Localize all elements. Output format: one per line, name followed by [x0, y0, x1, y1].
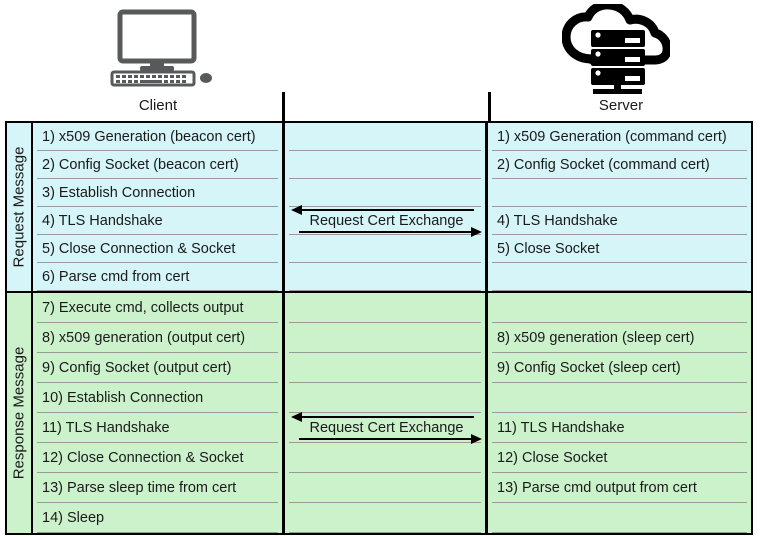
- server-step-cell: 12) Close Socket: [488, 443, 751, 473]
- exchange-channel-cell: [285, 263, 488, 291]
- table-row: 2) Config Socket (beacon cert) 2) Config …: [33, 151, 751, 179]
- exchange-channel-cell: [285, 353, 488, 383]
- exchange-channel-cell: [285, 207, 488, 235]
- server-step-cell: [488, 293, 751, 323]
- server-step-cell: 11) TLS Handshake: [488, 413, 751, 443]
- protocol-flow-table: Request Message 1) x509 Generation (beaco…: [5, 121, 753, 535]
- section-label-request: Request Message: [7, 123, 33, 291]
- server-step-cell: [488, 503, 751, 533]
- server-step-cell: 9) Config Socket (sleep cert): [488, 353, 751, 383]
- server-column-header: Server: [598, 97, 644, 114]
- client-step-cell: 9) Config Socket (output cert): [33, 353, 285, 383]
- server-step-cell: [488, 179, 751, 207]
- server-step-cell: [488, 263, 751, 291]
- desktop-computer-icon: [103, 8, 218, 88]
- client-step-cell: 2) Config Socket (beacon cert): [33, 151, 285, 179]
- table-row: 14) Sleep: [33, 503, 751, 533]
- table-row: 3) Establish Connection: [33, 179, 751, 207]
- section-response: Response Message 7) Execute cmd, collects…: [7, 293, 751, 533]
- section-label-text: Request Message: [10, 146, 28, 268]
- server-step-cell: 4) TLS Handshake: [488, 207, 751, 235]
- exchange-channel-cell: [285, 235, 488, 263]
- exchange-channel-cell: [285, 293, 488, 323]
- client-step-cell: 14) Sleep: [33, 503, 285, 533]
- table-row: 7) Execute cmd, collects output: [33, 293, 751, 323]
- exchange-channel-cell: [285, 413, 488, 443]
- server-step-cell: [488, 383, 751, 413]
- icon-band: [0, 0, 760, 95]
- client-step-cell: 13) Parse sleep time from cert: [33, 473, 285, 503]
- column-header-row: Client Server: [0, 92, 760, 122]
- client-column-header: Client: [138, 97, 178, 114]
- cloud-server-icon: [562, 4, 670, 94]
- client-step-cell: 8) x509 generation (output cert): [33, 323, 285, 353]
- column-divider-left: [282, 92, 285, 122]
- table-row: 10) Establish Connection: [33, 383, 751, 413]
- table-row: 5) Close Connection & Socket 5) Close Soc…: [33, 235, 751, 263]
- server-step-cell: 5) Close Socket: [488, 235, 751, 263]
- column-divider-right: [488, 92, 491, 122]
- table-row: 12) Close Connection & Socket 12) Close S…: [33, 443, 751, 473]
- rows-area-request: 1) x509 Generation (beacon cert) 1) x509 …: [33, 123, 751, 291]
- client-step-cell: 6) Parse cmd from cert: [33, 263, 285, 291]
- server-step-cell: 2) Config Socket (command cert): [488, 151, 751, 179]
- table-row: 1) x509 Generation (beacon cert) 1) x509 …: [33, 123, 751, 151]
- section-label-response: Response Message: [7, 293, 33, 533]
- exchange-channel-cell: [285, 323, 488, 353]
- table-row: 13) Parse sleep time from cert 13) Parse …: [33, 473, 751, 503]
- table-row: 8) x509 generation (output cert) 8) x509 …: [33, 323, 751, 353]
- client-step-cell: 4) TLS Handshake: [33, 207, 285, 235]
- client-step-cell: 5) Close Connection & Socket: [33, 235, 285, 263]
- section-label-text: Response Message: [10, 346, 28, 480]
- server-step-cell: 13) Parse cmd output from cert: [488, 473, 751, 503]
- client-step-cell: 1) x509 Generation (beacon cert): [33, 123, 285, 151]
- exchange-channel-cell: [285, 179, 488, 207]
- section-request: Request Message 1) x509 Generation (beaco…: [7, 123, 751, 293]
- client-step-cell: 11) TLS Handshake: [33, 413, 285, 443]
- client-step-cell: 7) Execute cmd, collects output: [33, 293, 285, 323]
- exchange-channel-cell: [285, 473, 488, 503]
- table-row: 6) Parse cmd from cert: [33, 263, 751, 291]
- client-step-cell: 10) Establish Connection: [33, 383, 285, 413]
- server-step-cell: 1) x509 Generation (command cert): [488, 123, 751, 151]
- exchange-channel-cell: [285, 443, 488, 473]
- exchange-channel-cell: [285, 383, 488, 413]
- server-step-cell: 8) x509 generation (sleep cert): [488, 323, 751, 353]
- table-row: 11) TLS Handshake 11) TLS Handshake: [33, 413, 751, 443]
- client-step-cell: 3) Establish Connection: [33, 179, 285, 207]
- table-row: 4) TLS Handshake 4) TLS Handshake: [33, 207, 751, 235]
- exchange-channel-cell: [285, 123, 488, 151]
- exchange-channel-cell: [285, 503, 488, 533]
- exchange-channel-cell: [285, 151, 488, 179]
- client-step-cell: 12) Close Connection & Socket: [33, 443, 285, 473]
- table-row: 9) Config Socket (output cert) 9) Config …: [33, 353, 751, 383]
